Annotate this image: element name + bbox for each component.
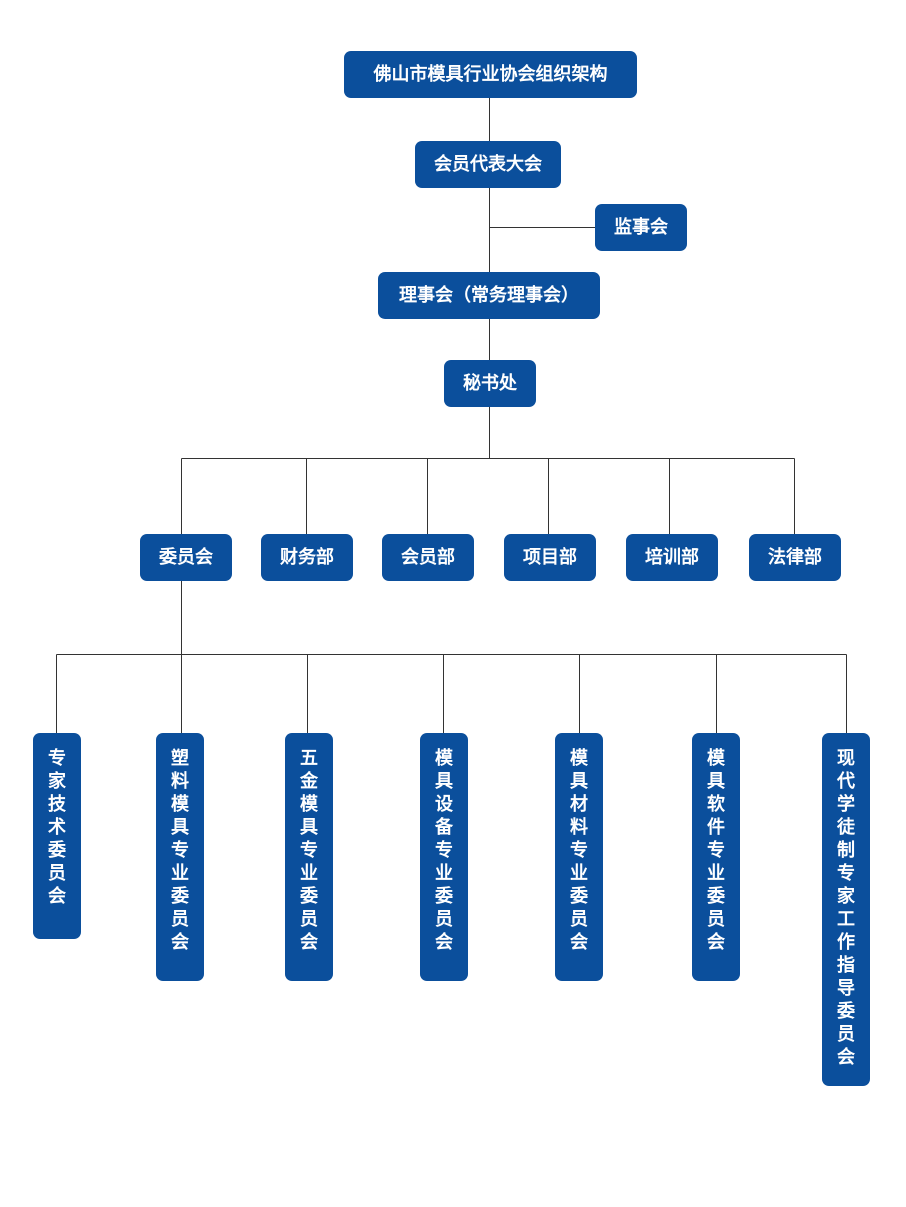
department-label: 法律部 [768,546,822,568]
committee-label: 现代学徒制专家工作指导委员会 [837,748,855,1068]
department-label: 委员会 [159,546,213,568]
supervisory-board-label: 监事会 [614,216,668,238]
chart-title-label: 佛山市模具行业协会组织架构 [373,63,608,85]
council-node: 理事会（常务理事会） [378,272,600,319]
general-assembly-node: 会员代表大会 [415,141,561,188]
department-label: 培训部 [645,546,699,568]
supervisory-board-node: 监事会 [595,204,687,251]
department-node: 培训部 [626,534,718,581]
committee-node: 模具软件专业委员会 [692,733,740,981]
secretariat-node: 秘书处 [444,360,536,407]
secretariat-label: 秘书处 [463,372,517,394]
committee-label: 模具软件专业委员会 [707,748,725,953]
committee-node: 塑料模具专业委员会 [156,733,204,981]
department-label: 项目部 [523,546,577,568]
committee-label: 模具材料专业委员会 [570,748,588,953]
department-node: 法律部 [749,534,841,581]
committee-label: 塑料模具专业委员会 [171,748,189,953]
committee-label: 五金模具专业委员会 [300,748,318,953]
department-node: 会员部 [382,534,474,581]
committee-label: 模具设备专业委员会 [435,748,453,953]
committee-node: 模具设备专业委员会 [420,733,468,981]
department-node: 委员会 [140,534,232,581]
committee-node: 模具材料专业委员会 [555,733,603,981]
committee-label: 专家技术委员会 [48,748,66,907]
chart-title-node: 佛山市模具行业协会组织架构 [344,51,637,98]
department-label: 会员部 [401,546,455,568]
committee-node: 现代学徒制专家工作指导委员会 [822,733,870,1086]
department-node: 项目部 [504,534,596,581]
department-node: 财务部 [261,534,353,581]
council-label: 理事会（常务理事会） [399,284,579,306]
committee-node: 专家技术委员会 [33,733,81,939]
general-assembly-label: 会员代表大会 [434,153,542,175]
department-label: 财务部 [280,546,334,568]
committee-node: 五金模具专业委员会 [285,733,333,981]
